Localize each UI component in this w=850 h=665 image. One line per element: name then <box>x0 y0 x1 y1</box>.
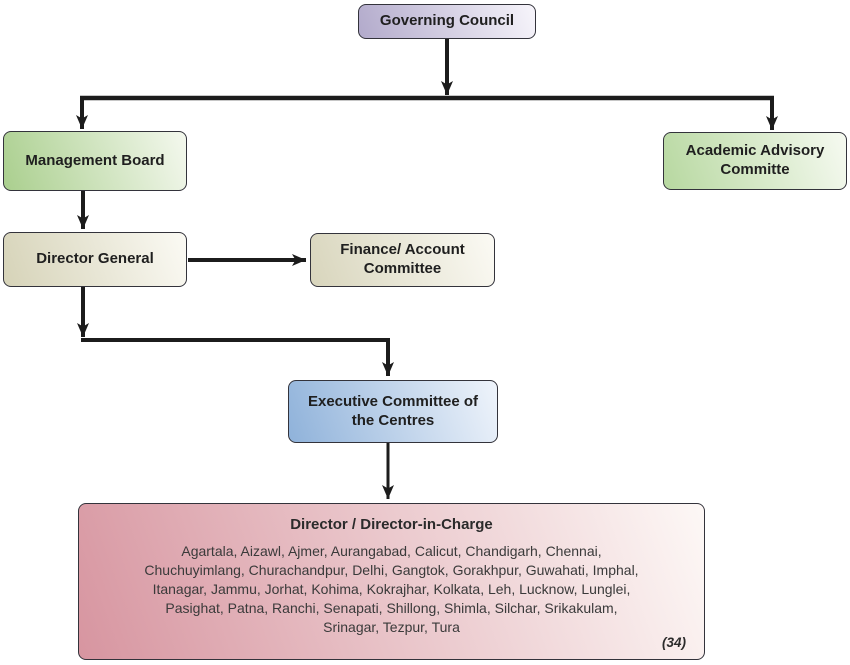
node-label: Director General <box>36 250 154 268</box>
node-director-general: Director General <box>3 232 187 287</box>
node-academic-advisory-committee: Academic Advisory Committe <box>663 132 847 190</box>
node-label: Management Board <box>25 151 165 169</box>
node-label: Executive Committee of the Centres <box>307 392 479 429</box>
node-label: Governing Council <box>379 12 515 30</box>
node-executive-committee: Executive Committee of the Centres <box>288 380 498 443</box>
centres-count: (34) <box>661 635 686 651</box>
node-governing-council: Governing Council <box>358 4 536 39</box>
centres-list: Agartala, Aizawl, Ajmer, Aurangabad, Cal… <box>144 542 639 635</box>
node-director-in-charge: Director / Director-in-Charge Agartala, … <box>78 503 705 660</box>
node-finance-account-committee: Finance/ Account Committee <box>310 233 495 287</box>
node-management-board: Management Board <box>3 131 187 191</box>
node-label: Academic Advisory Committe <box>685 142 825 178</box>
director-in-charge-title: Director / Director-in-Charge <box>290 516 493 533</box>
node-label: Finance/ Account Committee <box>340 241 465 277</box>
